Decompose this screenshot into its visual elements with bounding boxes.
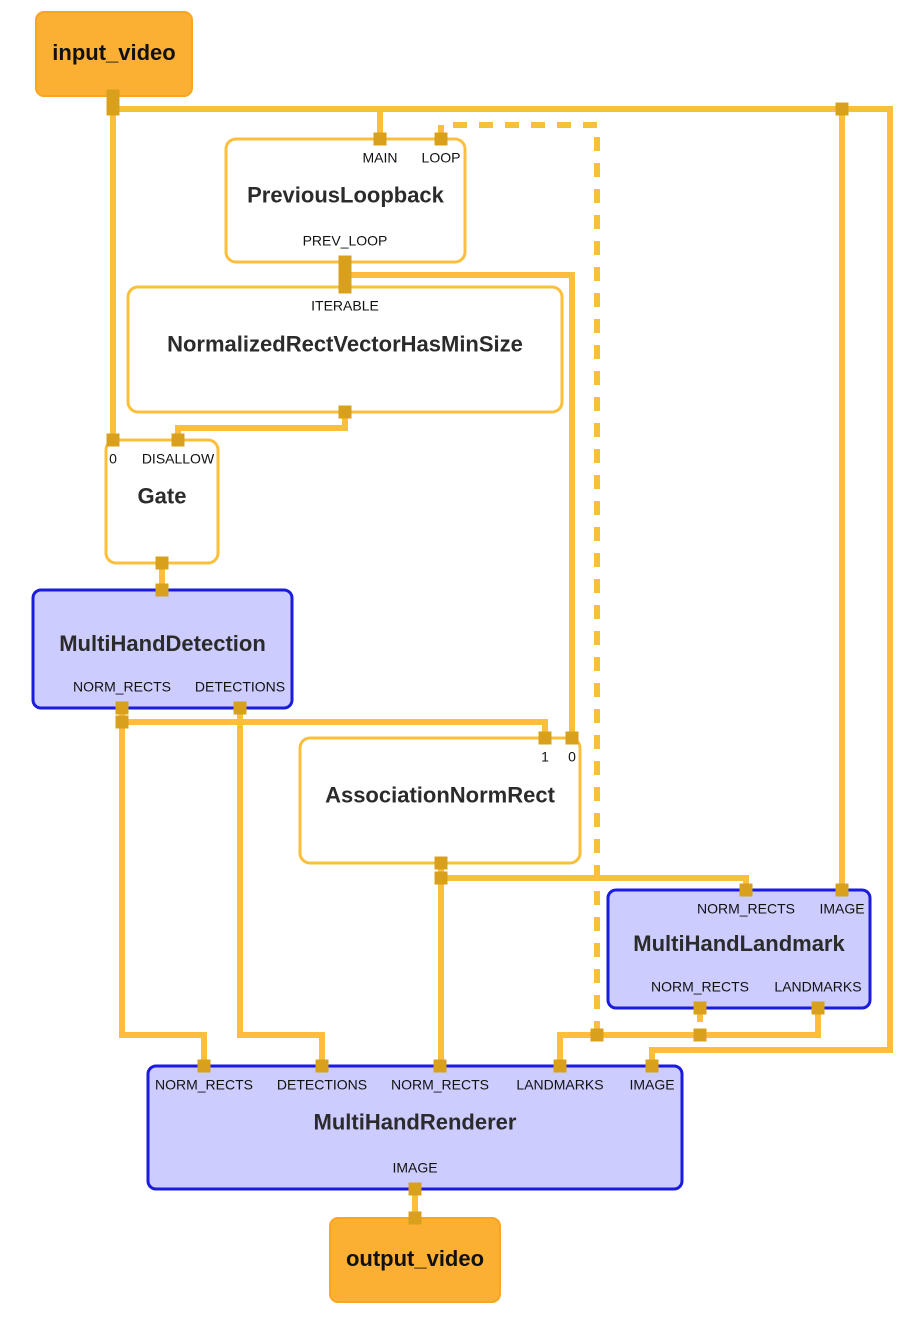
port-in-multi_hand_renderer-0[interactable] <box>197 1059 211 1073</box>
node-output_video[interactable]: output_video <box>329 1217 501 1303</box>
port-in-multi_hand_landmark-0[interactable] <box>739 883 753 897</box>
node-box-multi_hand_landmark[interactable] <box>606 888 872 1010</box>
node-title-output_video: output_video <box>346 1246 484 1271</box>
node-title-multi_hand_detection: MultiHandDetection <box>59 631 266 656</box>
port-label-in-normalized_rect_vector_has_min_size-0: ITERABLE <box>311 298 379 314</box>
edge-junction-0[interactable] <box>338 268 352 282</box>
edge-landmark-rects-loopback <box>438 122 703 1038</box>
edge-junction-3[interactable] <box>835 102 849 116</box>
ports-layer <box>106 89 849 1225</box>
port-label-in-multi_hand_renderer-0: NORM_RECTS <box>155 1077 253 1093</box>
port-out-gate-0[interactable] <box>155 556 169 570</box>
port-label-in-association_norm_rect-0: 1 <box>541 749 549 765</box>
port-in-gate-0[interactable] <box>106 433 120 447</box>
port-label-in-previous_loopback-0: MAIN <box>363 150 398 166</box>
port-label-in-association_norm_rect-1: 0 <box>568 749 576 765</box>
edge-junction-2[interactable] <box>434 871 448 885</box>
port-label-out-multi_hand_renderer-0: IMAGE <box>392 1160 437 1176</box>
edge-loopback-to-assoc-0 <box>345 272 575 738</box>
node-normalized_rect_vector_has_min_size[interactable]: NormalizedRectVectorHasMinSize ITERABLE <box>126 285 564 414</box>
port-out-multi_hand_landmark-1[interactable] <box>811 1001 825 1015</box>
port-in-association_norm_rect-1[interactable] <box>565 731 579 745</box>
port-out-normalized_rect_vector_has_min_size-0[interactable] <box>338 405 352 419</box>
port-label-in-previous_loopback-1: LOOP <box>422 150 461 166</box>
port-in-normalized_rect_vector_has_min_size-0[interactable] <box>338 280 352 294</box>
port-label-in-multi_hand_renderer-1: DETECTIONS <box>277 1077 367 1093</box>
edge-junction-6[interactable] <box>590 1028 604 1042</box>
port-out-input-video[interactable] <box>106 89 120 103</box>
edge-assoc-to-landmark-rects <box>438 863 749 890</box>
port-label-in-multi_hand_landmark-0: NORM_RECTS <box>697 901 795 917</box>
edge-detect-rects-to-renderer <box>119 708 207 1066</box>
edge-junction-1[interactable] <box>115 715 129 729</box>
edge-junction-5[interactable] <box>693 1028 707 1042</box>
port-out-multi_hand_landmark-0[interactable] <box>693 1001 707 1015</box>
node-title-input_video: input_video <box>52 40 175 65</box>
port-in-previous_loopback-1[interactable] <box>434 132 448 146</box>
edge-junction-4[interactable] <box>106 102 120 116</box>
edge-input-to-loopback-main <box>113 106 383 139</box>
nodes-layer: PreviousLoopback MAIN LOOP PREV_LOOP Normali… <box>31 11 872 1303</box>
edge-landmarks-to-renderer <box>557 1008 821 1066</box>
port-out-multi_hand_detection-1[interactable] <box>233 701 247 715</box>
node-title-previous_loopback: PreviousLoopback <box>247 182 445 207</box>
port-in-multi_hand_renderer-2[interactable] <box>433 1059 447 1073</box>
port-label-out-multi_hand_detection-0: NORM_RECTS <box>73 679 171 695</box>
edge-minsize-to-gate-disallow <box>175 412 348 440</box>
port-label-in-multi_hand_renderer-4: IMAGE <box>629 1077 674 1093</box>
node-title-multi_hand_renderer: MultiHandRenderer <box>314 1109 517 1134</box>
port-label-out-multi_hand_landmark-0: NORM_RECTS <box>651 979 749 995</box>
port-in-output-video[interactable] <box>408 1211 422 1225</box>
edge-image-to-renderer-image <box>649 106 893 1066</box>
node-title-multi_hand_landmark: MultiHandLandmark <box>633 931 845 956</box>
port-label-out-multi_hand_landmark-1: LANDMARKS <box>774 979 861 995</box>
port-label-in-multi_hand_landmark-1: IMAGE <box>819 901 864 917</box>
node-gate[interactable]: Gate 0 DISALLOW <box>104 438 220 565</box>
port-label-in-gate-1: DISALLOW <box>142 451 215 467</box>
port-in-multi_hand_renderer-1[interactable] <box>315 1059 329 1073</box>
port-in-gate-1[interactable] <box>171 433 185 447</box>
port-in-multi_hand_renderer-3[interactable] <box>553 1059 567 1073</box>
port-label-in-gate-0: 0 <box>109 451 117 467</box>
edge-detect-rects-to-assoc-1 <box>122 719 548 738</box>
node-previous_loopback[interactable]: PreviousLoopback MAIN LOOP PREV_LOOP <box>224 137 467 264</box>
port-in-association_norm_rect-0[interactable] <box>538 731 552 745</box>
node-title-association_norm_rect: AssociationNormRect <box>325 782 556 807</box>
port-out-association_norm_rect-0[interactable] <box>434 856 448 870</box>
node-title-gate: Gate <box>138 483 187 508</box>
port-in-multi_hand_detection-0[interactable] <box>155 583 169 597</box>
port-label-in-multi_hand_renderer-2: NORM_RECTS <box>391 1077 489 1093</box>
edge-detect-dets-to-renderer <box>237 708 325 1066</box>
node-association_norm_rect[interactable]: AssociationNormRect 1 0 <box>298 736 582 865</box>
port-label-out-previous_loopback-0: PREV_LOOP <box>303 233 388 249</box>
port-in-multi_hand_landmark-1[interactable] <box>835 883 849 897</box>
port-label-out-multi_hand_detection-1: DETECTIONS <box>195 679 285 695</box>
port-out-multi_hand_renderer-0[interactable] <box>408 1182 422 1196</box>
node-multi_hand_renderer[interactable]: MultiHandRenderer NORM_RECTS DETECTIONS NOR… <box>146 1064 684 1191</box>
port-in-previous_loopback-0[interactable] <box>373 132 387 146</box>
port-label-in-multi_hand_renderer-3: LANDMARKS <box>516 1077 603 1093</box>
port-in-multi_hand_renderer-4[interactable] <box>645 1059 659 1073</box>
node-input_video[interactable]: input_video <box>35 11 193 97</box>
node-title-normalized_rect_vector_has_min_size: NormalizedRectVectorHasMinSize <box>167 331 523 356</box>
port-out-multi_hand_detection-0[interactable] <box>115 701 129 715</box>
port-out-previous_loopback-0[interactable] <box>338 255 352 269</box>
